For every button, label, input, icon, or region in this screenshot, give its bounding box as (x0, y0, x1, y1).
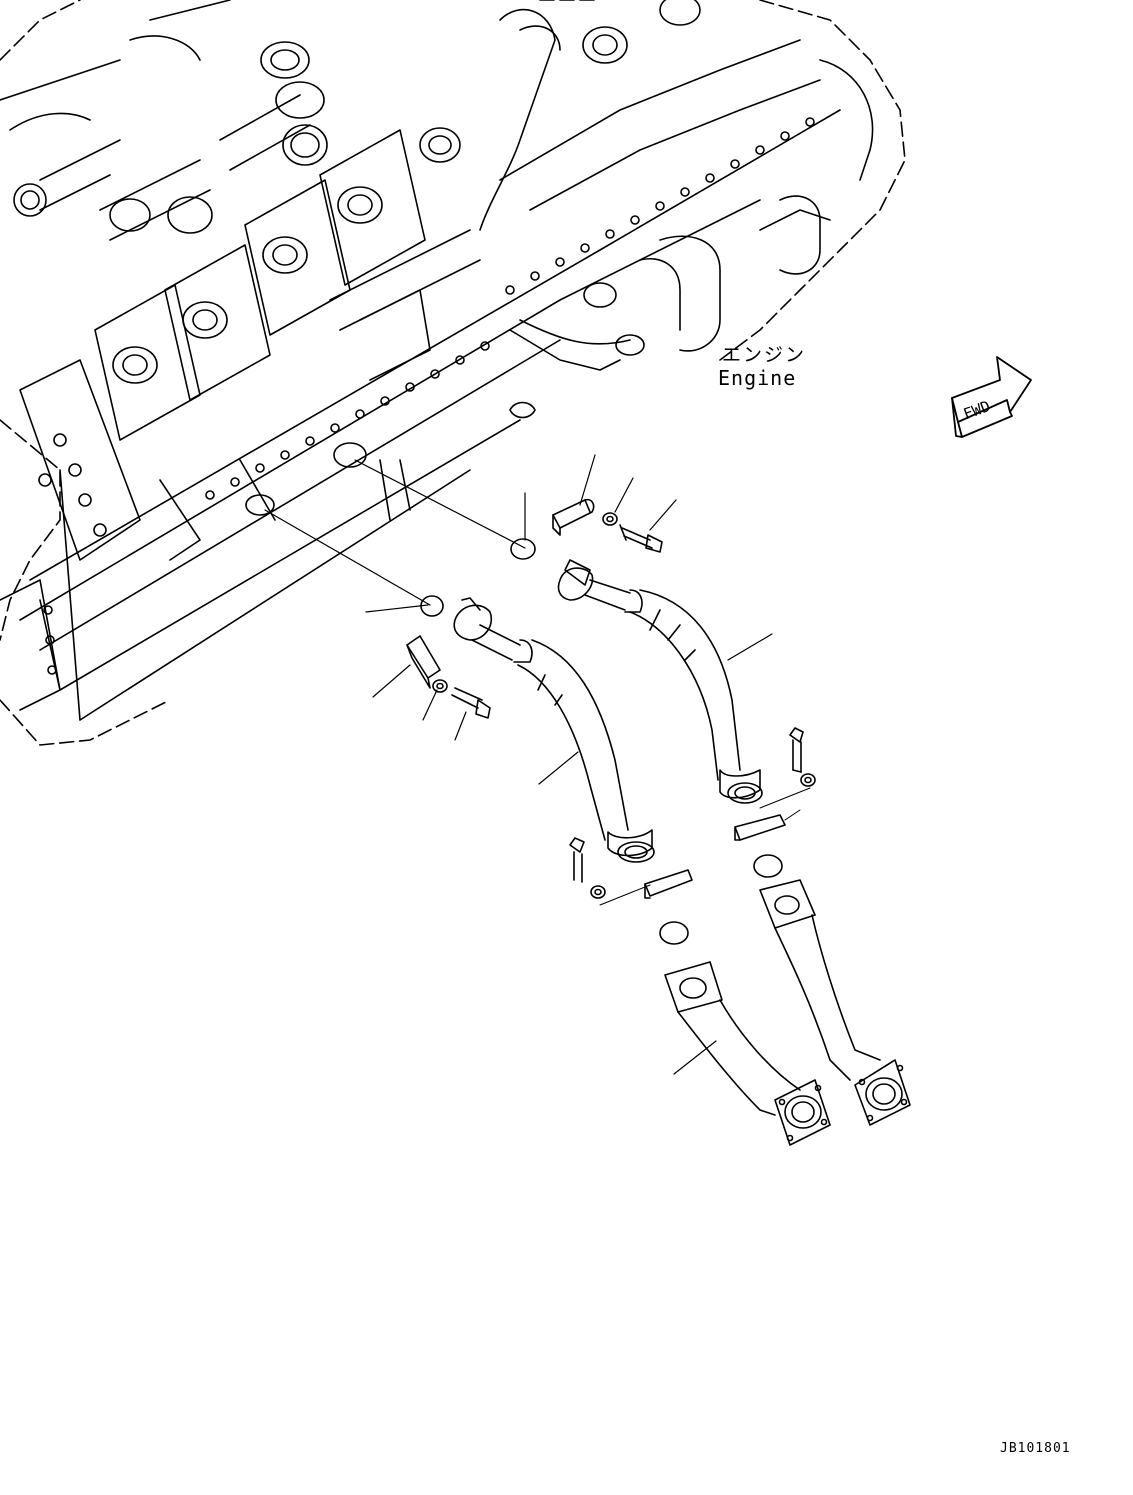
leader-lines (365, 454, 773, 1075)
clip (509, 401, 536, 419)
right-lower-clamp (734, 814, 786, 841)
frame-bolts (205, 117, 815, 500)
lower-bolt (451, 687, 491, 719)
left-guide-lines (599, 884, 651, 906)
right-lower-bolt (789, 727, 804, 773)
fwd-text: FWD (961, 397, 993, 423)
intake-pipes (0, 0, 821, 381)
upper-washer (602, 512, 618, 526)
upper-clamp-half (552, 498, 595, 536)
flexible-pipe-left (453, 597, 655, 863)
left-lower-bolt (569, 837, 585, 883)
rigid-pipe-left (664, 961, 831, 1146)
exhaust-elbows (509, 59, 874, 371)
right-lower-gasket (753, 854, 783, 878)
engine-label-english: Engine (718, 366, 797, 390)
lower-washer (432, 679, 448, 693)
upper-bolt (619, 524, 663, 553)
alignment-lines (264, 459, 526, 606)
drawing-code: JB101801 (1000, 1441, 1071, 1456)
upper-gasket (510, 538, 536, 560)
cylinder-heads (94, 0, 701, 441)
right-lower-washer (800, 773, 816, 787)
fwd-arrow-icon: FWD (951, 356, 1032, 438)
engine-label-japanese: エンジン (722, 344, 807, 366)
lower-clamp-half (406, 635, 441, 689)
flexible-pipe-right (557, 559, 763, 804)
left-lower-clamp (644, 869, 693, 899)
port-upper (333, 442, 367, 468)
left-lower-gasket (659, 921, 689, 945)
port-lower (245, 494, 275, 516)
left-lower-washer (590, 885, 606, 899)
rigid-pipe-right (759, 879, 911, 1126)
engine-front-cover (0, 359, 276, 711)
engine-block (0, 0, 906, 746)
right-guide-lines (759, 787, 811, 821)
